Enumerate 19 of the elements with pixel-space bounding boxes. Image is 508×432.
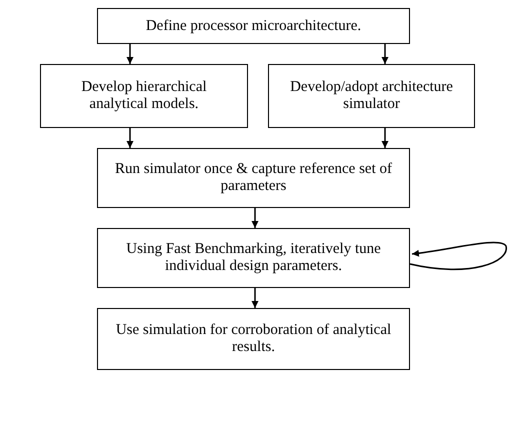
arrow — [126, 128, 134, 148]
process-box — [97, 8, 410, 44]
arrow — [410, 242, 507, 270]
arrow — [252, 288, 258, 308]
box-text: Use simulation for corroboration of analytical results. — [114, 322, 392, 356]
arrow — [126, 44, 134, 64]
arrow — [252, 208, 258, 228]
process-box — [97, 148, 410, 208]
box-text: Run simulator once & capture reference set of parameters — [114, 161, 393, 195]
box-text: Develop hierarchical analytical models. — [80, 79, 208, 113]
process-box — [97, 228, 410, 288]
box-text: Using Fast Benchmarking, iteratively tune individual design parameters. — [125, 241, 382, 275]
arrow — [382, 44, 388, 64]
process-box — [40, 64, 248, 128]
box-text: Define processor microarchitecture. — [146, 18, 362, 34]
arrow — [382, 128, 388, 148]
process-box — [97, 308, 410, 370]
box-text: Develop/adopt architecture simulator — [289, 79, 454, 113]
process-box — [268, 64, 475, 128]
